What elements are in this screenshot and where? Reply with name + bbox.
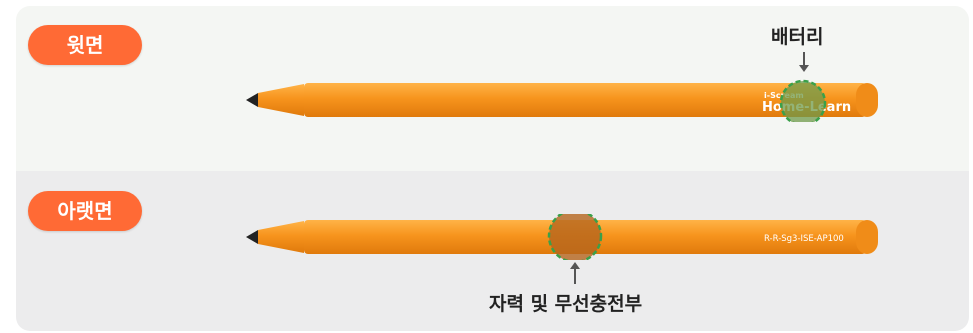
battery-highlight-circle <box>779 79 827 122</box>
pen-model-number: R-R-Sg3-ISE-AP100 <box>764 234 844 244</box>
pen-top-image: i-Scream Home-Learn <box>246 79 878 122</box>
battery-label: 배터리 <box>771 26 824 48</box>
pen-body <box>304 83 866 117</box>
bottom-view-badge: 아랫면 <box>28 191 142 231</box>
pen-diagram <box>16 6 969 331</box>
charging-highlight-circle <box>547 214 603 260</box>
magnet-charging-label: 자력 및 무선충전부 <box>489 293 643 315</box>
top-view-badge: 윗면 <box>28 25 142 65</box>
battery-arrow <box>799 52 809 72</box>
pen-bottom-image: R-R-Sg3-ISE-AP100 <box>246 214 878 260</box>
pen-tip <box>246 230 258 244</box>
pen-tip <box>246 93 258 107</box>
charging-arrow <box>570 262 580 284</box>
